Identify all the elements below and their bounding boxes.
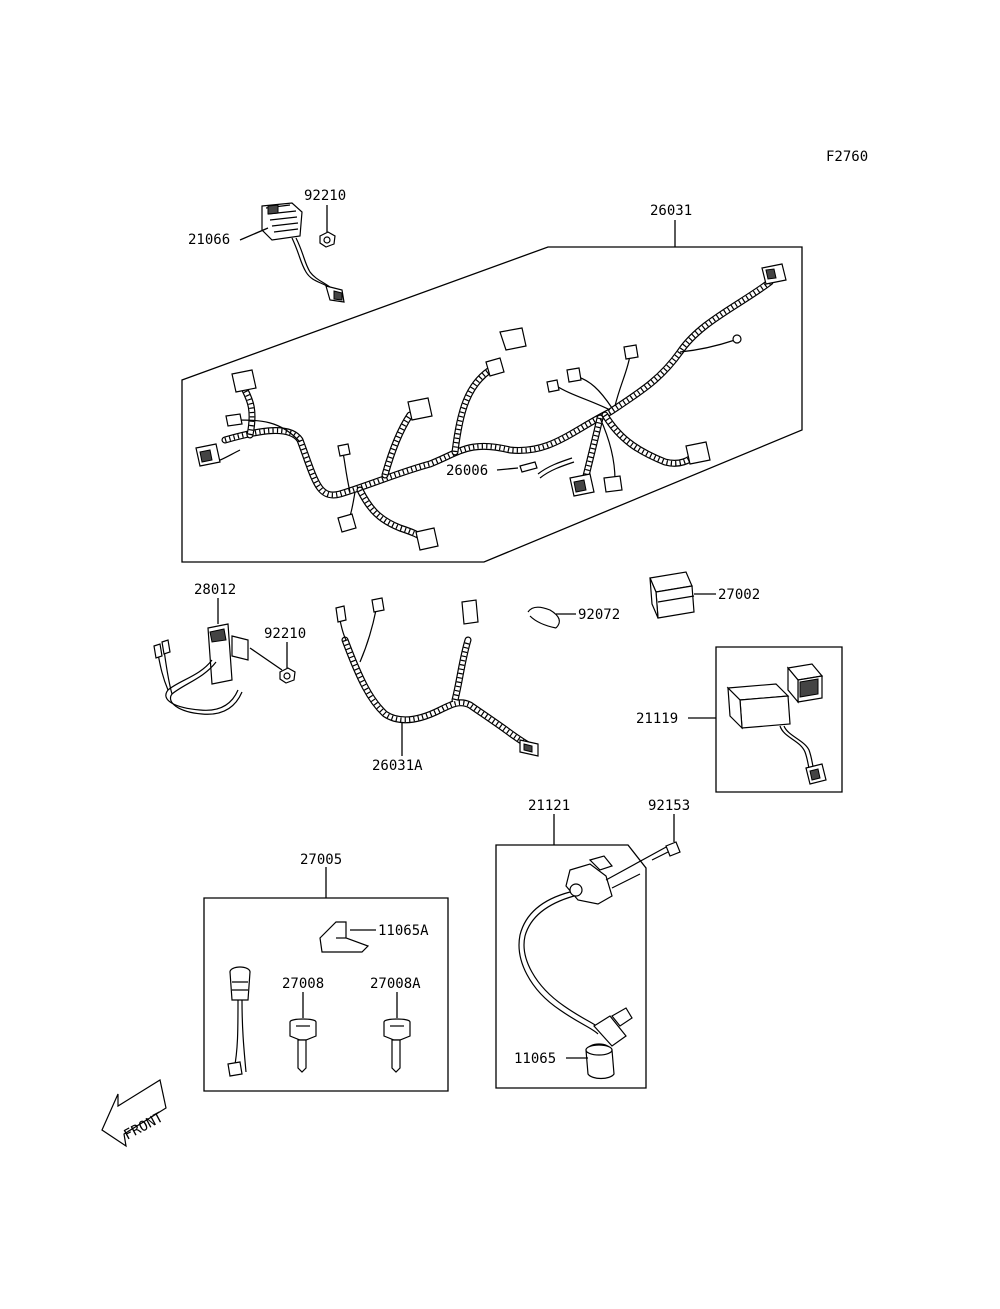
callout-21066[interactable]: 21066	[188, 232, 230, 248]
callout-27002[interactable]: 27002	[718, 587, 760, 603]
callout-26006[interactable]: 26006	[446, 463, 488, 479]
main-harness-branches	[241, 366, 699, 544]
frame-27005	[203, 897, 449, 1092]
part-27002-relay[interactable]	[649, 571, 695, 619]
part-28012-switch[interactable]	[153, 623, 249, 715]
main-harness-connectors	[195, 263, 787, 551]
leader-21066	[239, 227, 269, 241]
part-ignition-switch-body[interactable]	[227, 966, 251, 1077]
main-harness-trunk	[221, 278, 774, 499]
part-26031-main-harness[interactable]	[195, 263, 787, 551]
callout-26031[interactable]: 26031	[650, 203, 692, 219]
callout-27008A[interactable]: 27008A	[370, 976, 421, 992]
callout-92210-left[interactable]: 92210	[264, 626, 306, 642]
callout-21119[interactable]: 21119	[636, 711, 678, 727]
part-26031A-sub-harness[interactable]	[335, 597, 539, 757]
callout-26031A[interactable]: 26031A	[372, 758, 423, 774]
leader-26006	[496, 467, 519, 471]
part-26006-clamp[interactable]	[537, 457, 575, 479]
callout-28012[interactable]: 28012	[194, 582, 236, 598]
frame-21121	[495, 844, 647, 1089]
part-92153-bolt[interactable]	[651, 841, 681, 861]
part-11065-cap[interactable]	[585, 1043, 615, 1080]
part-27008-key[interactable]	[289, 1018, 317, 1073]
leader-92210-left-2	[249, 647, 283, 671]
callout-27008[interactable]: 27008	[282, 976, 324, 992]
frame-26031	[181, 246, 803, 563]
part-21121-ignition-coil[interactable]	[518, 845, 669, 1047]
figure-code: F2760	[826, 149, 868, 165]
callout-92072[interactable]: 92072	[578, 607, 620, 623]
part-21066-regulator[interactable]	[261, 202, 345, 303]
callout-11065A[interactable]: 11065A	[378, 923, 429, 939]
callout-21121[interactable]: 21121	[528, 798, 570, 814]
frame-21119	[715, 646, 843, 793]
callout-92153[interactable]: 92153	[648, 798, 690, 814]
front-direction-arrow: FRONT	[101, 1079, 167, 1148]
part-92210-nut-top[interactable]	[319, 231, 336, 248]
part-92072-band[interactable]	[527, 606, 560, 629]
part-92210-nut-left[interactable]	[279, 667, 296, 684]
part-21119-box[interactable]	[726, 663, 827, 785]
callout-27005[interactable]: 27005	[300, 852, 342, 868]
callout-11065[interactable]: 11065	[514, 1051, 556, 1067]
part-27008A-key[interactable]	[383, 1018, 411, 1073]
callout-92210-top[interactable]: 92210	[304, 188, 346, 204]
part-11065A-cap[interactable]	[319, 921, 370, 953]
